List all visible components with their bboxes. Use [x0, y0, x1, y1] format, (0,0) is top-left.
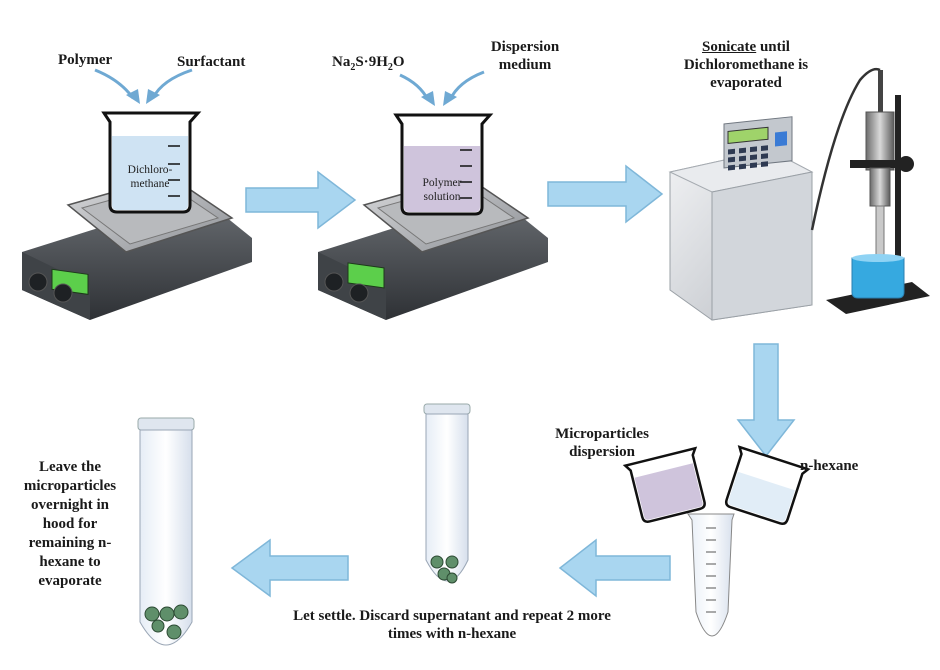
label-beaker-dichloromethane: Dichloro- methane	[114, 163, 186, 191]
sonicate-line2: Dichloromethane is	[683, 57, 809, 73]
label-surfactant: Surfactant	[177, 54, 246, 70]
leave-line-5: hexane to	[39, 554, 101, 570]
tube-settling	[423, 403, 471, 584]
sonicate-rest: until	[756, 39, 790, 55]
input-arrows-1	[94, 68, 193, 99]
dispersion-line2: medium	[498, 57, 552, 73]
beaker2-line1: Polymer	[422, 177, 462, 189]
sonicator	[668, 67, 930, 321]
micro-line2: dispersion	[569, 444, 635, 460]
centrifuge-tube-graduated	[687, 513, 735, 637]
beaker1-line2: methane	[130, 178, 170, 190]
leave-line-6: evaporate	[38, 573, 102, 589]
leave-line-3: hood for	[42, 516, 98, 532]
label-leave-overnight: Leave the microparticles overnight in ho…	[14, 458, 126, 591]
flow-arrow-1	[245, 170, 357, 230]
beaker-n-hexane	[724, 445, 811, 525]
flow-arrow-3	[736, 343, 796, 458]
sonicate-line3: evaporated	[710, 75, 782, 91]
label-sodium-sulfide: Na2S·9H2O	[332, 53, 405, 77]
tube-drying	[137, 417, 195, 646]
leave-line-0: Leave the	[38, 459, 102, 475]
beaker-polymer-solution	[393, 113, 494, 216]
label-polymer: Polymer	[58, 52, 113, 68]
label-let-settle: Let settle. Discard supernatant and repe…	[256, 607, 648, 643]
beaker1-line1: Dichloro-	[127, 164, 173, 176]
settle-line1: Let settle. Discard supernatant and repe…	[293, 608, 611, 624]
input-arrows-2	[399, 70, 485, 101]
flow-arrow-5	[230, 538, 349, 598]
label-dispersion-medium: Dispersion medium	[470, 38, 580, 74]
label-beaker-polymer-solution: Polymer solution	[406, 176, 478, 204]
leave-line-1: microparticles	[23, 478, 117, 494]
label-microparticles-dispersion: Microparticles dispersion	[540, 425, 664, 461]
salt-sub2: 2	[387, 62, 393, 73]
label-sonicate: Sonicate until Dichloromethane is evapor…	[656, 38, 836, 92]
beaker-dichloromethane	[101, 111, 202, 214]
micro-line1: Microparticles	[555, 426, 649, 442]
beaker-microparticles-dispersion	[622, 446, 706, 523]
sonicate-word: Sonicate	[702, 39, 757, 55]
settle-line2: times with n-hexane	[387, 626, 517, 642]
label-n-hexane: n-hexane	[800, 458, 859, 474]
salt-mid: S·9H	[355, 54, 388, 70]
beaker2-line2: solution	[423, 191, 461, 203]
salt-suffix: O	[392, 54, 405, 70]
leave-line-2: overnight in	[31, 497, 109, 513]
flow-arrow-4	[558, 538, 671, 598]
dispersion-line1: Dispersion	[490, 39, 560, 55]
salt-prefix: Na	[332, 54, 351, 70]
leave-line-4: remaining n-	[28, 535, 112, 551]
salt-sub1: 2	[350, 62, 356, 73]
flow-arrow-2	[547, 164, 664, 224]
